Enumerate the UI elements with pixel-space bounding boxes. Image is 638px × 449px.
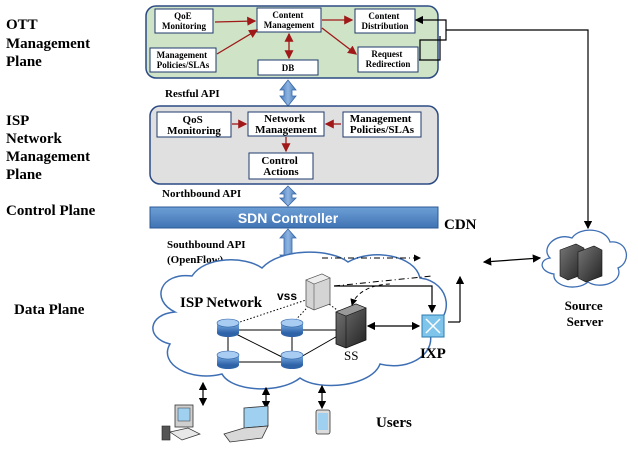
restful-api-label: Restful API [165,88,220,100]
isp-ca-line-2: Actions [263,166,299,178]
ixp-label: IXP [420,346,446,362]
ss-label: SS [344,348,358,363]
desktop-computer-icon [161,404,201,441]
ott-plane-label: OTT Management Plane [6,17,94,70]
isp-plane-line-4: Plane [6,167,42,183]
dashdot-vss-link [333,275,433,287]
isp-management-policies-box [342,111,422,138]
ott-cd-line-1: Content [368,11,399,21]
isp-network-label: ISP Network [180,295,263,311]
source-server-line-1: Source [565,298,603,313]
arrow-mp-to-cm [216,29,259,55]
isp-mp-line-2: Policies/SLAs [350,124,415,136]
source-server-label: Source Server [565,298,606,329]
isp-network-management-text: Network Management [255,113,317,136]
cdn-label: CDN [444,217,477,233]
restful-api-arrow [279,79,297,107]
vss-label: vss [277,289,297,303]
ott-management-policies-box [149,47,217,73]
ott-content-distribution-text: Content Distribution [361,11,408,31]
ott-qoe-monitoring-text: QoE Monitoring [162,11,206,31]
vss-dotted-link-3 [317,295,349,319]
isp-mp-line-1: Management [350,113,412,125]
ott-qoe-line-2: Monitoring [162,21,206,31]
isp-plane-line-3: Management [6,149,90,165]
control-plane-label: Control Plane [6,203,96,219]
ott-db-text: DB [282,63,295,73]
northbound-api-arrow [279,185,297,207]
sdn-controller-bar [149,206,439,229]
ott-management-policies-text: Management Policies/SLAs [157,50,210,70]
ott-qoe-line-1: QoE [174,11,192,21]
isp-qos-monitoring-text: QoS Monitoring [167,114,221,137]
arrow-cloud-to-source [482,254,542,266]
ott-content-management-text: Content Management [264,10,315,30]
ott-rr-line-1: Request [371,49,402,59]
isp-qos-line-2: Monitoring [167,125,221,137]
router-icon [280,318,304,337]
dashed-ss-to-vss [350,283,393,306]
isp-nm-line-1: Network [264,113,306,125]
isp-ca-line-1: Control [261,155,297,167]
ott-plane-line-2: Management [6,36,90,52]
ott-db-box [257,59,319,76]
ixp-switch-icon [421,314,445,338]
ott-mp-line-2: Policies/SLAs [157,60,210,70]
isp-qos-line-1: QoS [183,114,203,126]
isp-management-policies-text: Management Policies/SLAs [350,113,415,136]
isp-network-management-box [247,111,325,137]
ss-server-icon [335,303,367,349]
router-icon [216,350,240,369]
ott-request-redirection-text: Request Redirection [366,49,411,69]
arrow-cm-to-rr [321,27,358,55]
ott-plane-line-3: Plane [6,54,42,70]
data-plane-label: Data Plane [14,302,85,318]
isp-control-actions-box [248,152,314,180]
isp-plane-label: ISP Network Management Plane [6,113,94,183]
arrow-qoe-to-cm [214,16,257,26]
ott-cm-line-2: Management [264,20,315,30]
connector-ott-to-source-server [446,29,593,230]
southbound-line-1: Southbound API [167,239,246,251]
ott-plane-line-1: OTT [6,17,38,33]
source-server-line-2: Server [567,314,604,329]
router-icon [216,318,240,337]
users-label: Users [376,415,412,431]
ott-mp-line-1: Management [157,50,208,60]
ott-cd-line-2: Distribution [361,21,408,31]
arrow-vss-to-ixp [334,285,437,314]
ott-qoe-monitoring-box [154,8,214,34]
router-icon [280,350,304,369]
ott-rr-line-2: Redirection [366,59,411,69]
isp-plane-line-1: ISP [6,113,29,129]
northbound-api-label: Northbound API [162,188,241,200]
sdn-controller-label: SDN Controller [238,210,339,226]
ott-cm-line-1: Content [272,10,303,20]
isp-plane-line-2: Network [6,131,62,147]
tablet-icon [315,409,331,435]
ott-request-redirection-box [357,46,419,73]
ott-content-management-box [256,7,322,33]
connector-rr-bracket [419,36,441,61]
isp-qos-monitoring-box [156,111,232,138]
source-server-icon [559,243,603,283]
vss-server-icon [305,273,331,311]
isp-nm-line-2: Management [255,124,317,136]
laptop-icon [223,405,269,443]
connector-cd-bracket [414,15,447,60]
isp-control-actions-text: Control Actions [261,155,300,178]
